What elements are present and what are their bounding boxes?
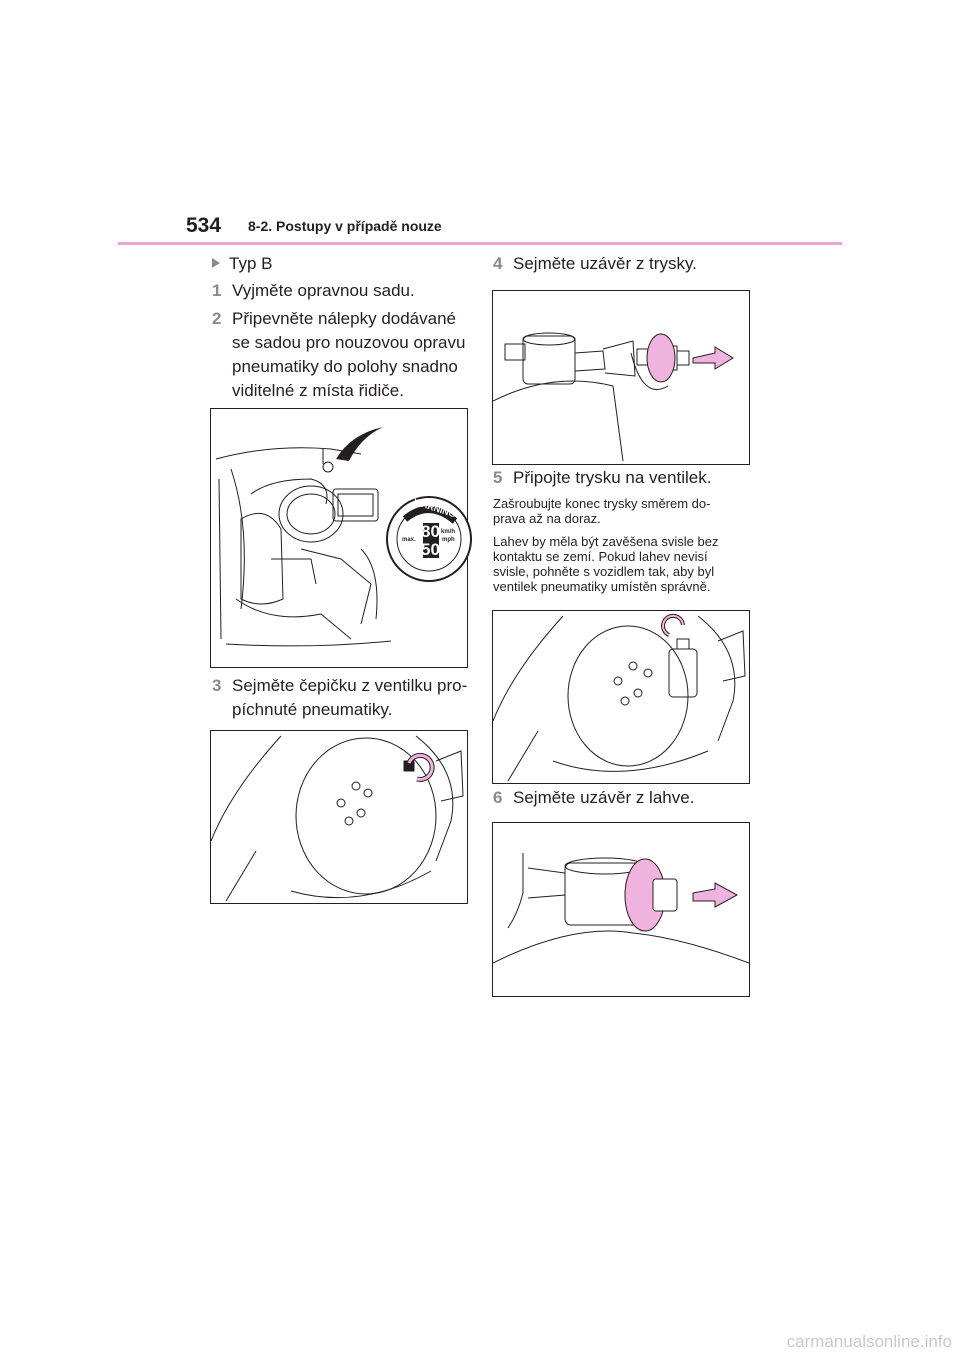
- wheel-illustration: [211, 735, 464, 902]
- step-text: Vyjměte opravnou sadu.: [232, 281, 415, 300]
- step-1: 1 Vyjměte opravnou sadu.: [212, 279, 415, 302]
- header-rule: [118, 242, 842, 245]
- note-line: kontaktu se zemí. Pokud lahev nevisí: [493, 549, 708, 564]
- note-1: Zašroubujte konec trysky směrem do- prav…: [493, 496, 710, 526]
- step-number: 4: [493, 254, 503, 273]
- step-text: Připojte trysku na ventilek.: [513, 468, 712, 487]
- attach-illustration: [493, 613, 746, 782]
- triangle-bullet-icon: [212, 258, 220, 268]
- interior-illustration: [215, 427, 392, 647]
- section-title: 8-2. Postupy v případě nouze: [248, 218, 442, 234]
- nozzle-illustration: [493, 332, 734, 462]
- step-text: Sejměte uzávěr z trysky.: [513, 254, 697, 273]
- sticker-speed-top: 80: [421, 522, 440, 541]
- watermark: carmanualsonline.info: [786, 1332, 952, 1351]
- step-text-line: pneumatiky do polohy snadno: [232, 357, 458, 376]
- step-text-line: píchnuté pneumatiky.: [232, 700, 393, 719]
- warning-sticker: WARNING 80 50 km/h mph max.: [385, 495, 473, 583]
- note-line: svisle, pohněte s vozidlem tak, aby byl: [493, 564, 715, 579]
- type-label: Typ B: [229, 254, 273, 273]
- step-2: 2 Připevněte nálepky dodávané se sadou p…: [212, 307, 465, 403]
- bottle-illustration: [493, 853, 749, 964]
- note-line: prava až na doraz.: [493, 511, 601, 526]
- step-text-line: se sadou pro nouzovou opravu: [232, 333, 466, 352]
- sticker-unit-bottom: mph: [442, 537, 455, 543]
- note-line: Zašroubujte konec trysky směrem do-: [493, 496, 711, 511]
- step-number: 2: [212, 309, 222, 328]
- step-number: 1: [212, 281, 222, 300]
- sticker-unit-top: km/h: [441, 529, 456, 535]
- note-line: ventilek pneumatiky umístěn správně.: [493, 579, 711, 594]
- step-number: 3: [212, 676, 222, 695]
- step-number: 5: [493, 468, 503, 487]
- step-text-line: Sejměte čepičku z ventilku pro-: [232, 676, 468, 695]
- step-3: 3 Sejměte čepičku z ventilku pro- píchnu…: [212, 674, 467, 722]
- note-2: Lahev by měla být zavěšena svisle bez ko…: [493, 534, 718, 594]
- figure-nozzle-cap: [492, 290, 750, 465]
- figure-wheel-valve-cap: [210, 730, 468, 904]
- step-6: 6 Sejměte uzávěr z lahve.: [493, 786, 694, 809]
- step-number: 6: [493, 788, 503, 807]
- step-4: 4 Sejměte uzávěr z trysky.: [493, 252, 697, 275]
- step-text-line: viditelné z místa řidiče.: [232, 381, 404, 400]
- step-text-line: Připevněte nálepky dodávané: [232, 309, 456, 328]
- step-5: 5 Připojte trysku na ventilek.: [493, 466, 711, 489]
- figure-bottle-cap: [492, 822, 750, 997]
- step-text: Sejměte uzávěr z lahve.: [513, 788, 695, 807]
- sticker-speed-bottom: 50: [421, 540, 440, 559]
- page-number: 534: [186, 214, 222, 237]
- figure-attach-nozzle: [492, 610, 750, 784]
- note-line: Lahev by měla být zavěšena svisle bez: [493, 534, 719, 549]
- sticker-max: max.: [402, 537, 416, 543]
